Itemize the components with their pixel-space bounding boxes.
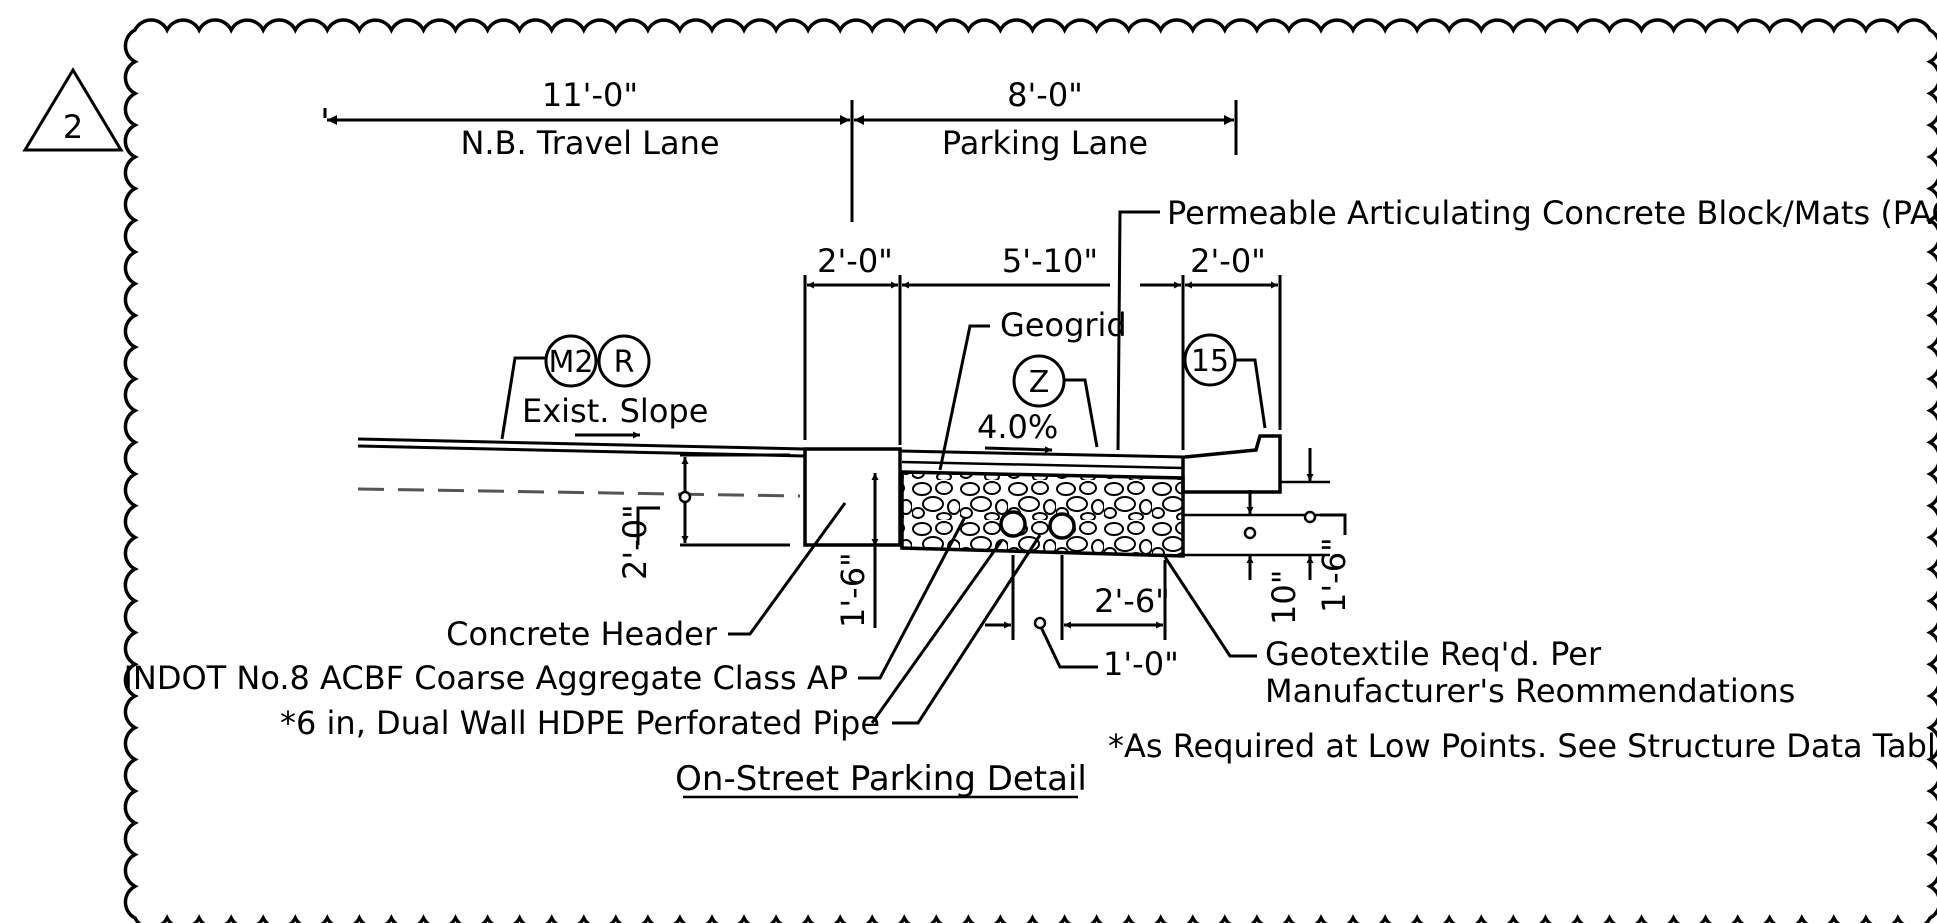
geotextile-callout-line2: Manufacturer's Reommendations (1265, 672, 1795, 710)
perforated-pipe-right (1048, 512, 1076, 540)
perforated-pipe-left (999, 510, 1027, 538)
curb-and-gutter (1181, 434, 1282, 494)
geotextile-callout-line1: Geotextile Req'd. Per (1265, 635, 1602, 673)
header-depth-dim: 2'-0" (616, 504, 654, 580)
concrete-header-callout: Concrete Header (446, 615, 718, 653)
curb-depth-10-dim: 10" (1265, 570, 1303, 625)
geogrid-callout: Geogrid (1000, 306, 1127, 344)
pipe-spacing-dim: 2'-6" (1094, 582, 1170, 620)
gutter-width-dim: 2'-0" (1190, 242, 1266, 280)
sub-dimensions (680, 275, 1314, 640)
pipe-offset-dim: 1'-0" (1103, 645, 1179, 683)
exist-slope-label: Exist. Slope (522, 392, 708, 430)
aggregate-base (900, 470, 1185, 558)
aggregate-depth-dim: 1'-6" (834, 552, 872, 628)
revision-cloud-border (123, 18, 1937, 923)
parking-lane-label: Parking Lane (942, 124, 1148, 162)
pipe-callout: *6 in, Dual Wall HDPE Perforated Pipe (280, 704, 880, 742)
travel-lane-label: N.B. Travel Lane (460, 124, 719, 162)
concrete-header (803, 447, 902, 547)
lane-dimensions (323, 100, 1238, 222)
svg-text:M2: M2 (549, 345, 594, 380)
bubble-z: Z (1012, 354, 1066, 408)
revision-number: 2 (63, 108, 83, 146)
svg-text:15: 15 (1191, 344, 1229, 379)
bubble-m2: M2 (544, 334, 598, 388)
leader-lines (500, 210, 1347, 725)
aggregate-callout: INDOT No.8 ACBF Coarse Aggregate Class A… (123, 659, 848, 697)
slope-percent: 4.0% (977, 408, 1058, 446)
revision-triangle: 2 (22, 67, 124, 152)
detail-title: On-Street Parking Detail (675, 759, 1087, 799)
bubble-15: 15 (1183, 333, 1237, 387)
pacb-callout: Permeable Articulating Concrete Block/Ma… (1167, 194, 1937, 232)
bubble-r: R (597, 334, 651, 388)
pacb-width-dim: 5'-10" (1002, 242, 1098, 280)
parking-lane-width: 8'-0" (1007, 76, 1083, 114)
structure-note: *As Required at Low Points. See Structur… (1108, 727, 1937, 765)
svg-text:Z: Z (1029, 365, 1050, 400)
header-width-dim: 2'-0" (817, 242, 893, 280)
travel-lane-width: 11'-0" (542, 76, 638, 114)
svg-text:R: R (614, 345, 635, 380)
curb-depth-18-dim: 1'-6" (1315, 537, 1353, 613)
